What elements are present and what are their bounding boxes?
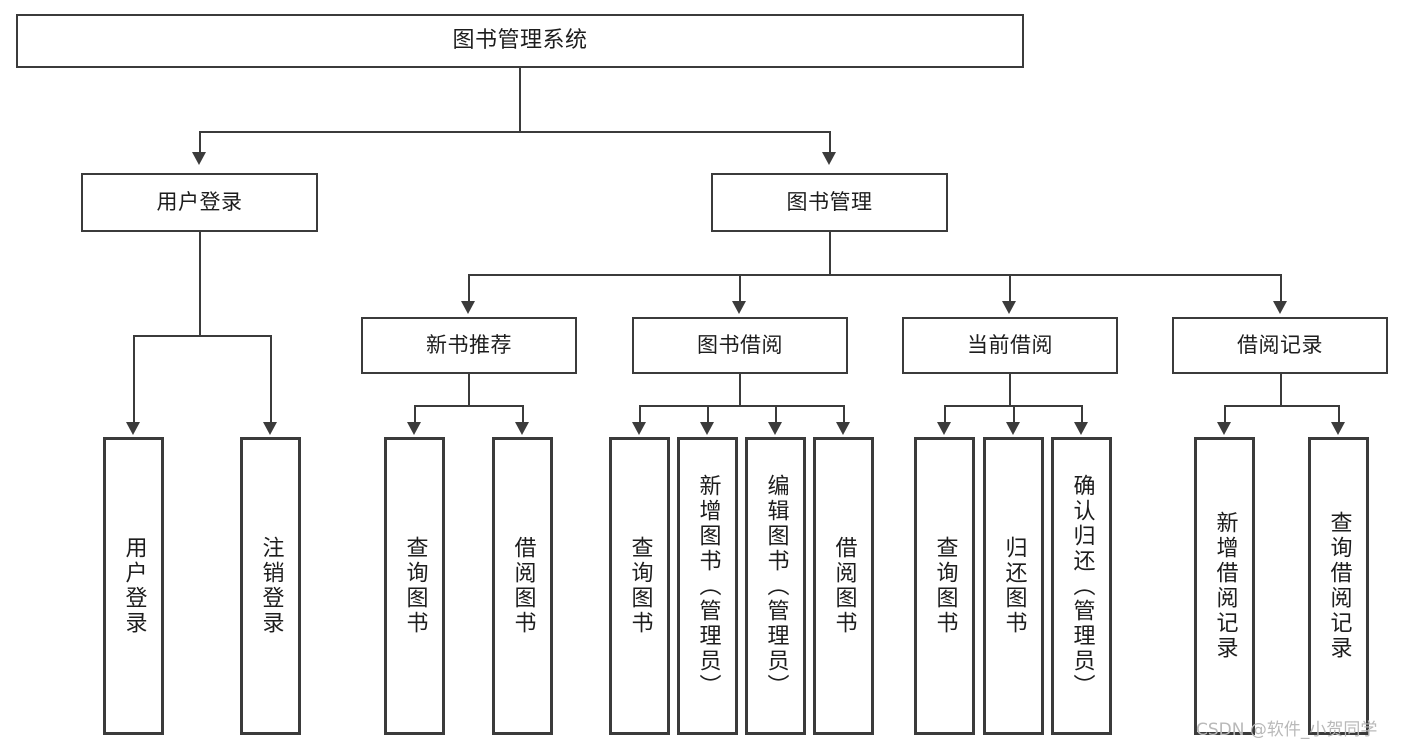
- arrowhead-user-login: [192, 152, 206, 165]
- node-label: 借阅图书: [831, 536, 857, 636]
- node-current-borrow[interactable]: 当前借阅: [902, 317, 1118, 374]
- arrowhead-leaf-query-book-3: [937, 422, 951, 435]
- connector-book-borrow-stem: [739, 374, 741, 406]
- arrowhead-leaf-add-book: [700, 422, 714, 435]
- node-label: 查询图书: [402, 536, 428, 636]
- connector-book-borrow-child-1: [639, 405, 641, 423]
- connector-book-manage-stem: [829, 232, 831, 275]
- arrowhead-leaf-return-book: [1006, 422, 1020, 435]
- connector-current-borrow-bar: [944, 405, 1081, 407]
- node-leaf-borrow-book-2[interactable]: 借阅图书: [813, 437, 874, 735]
- connector-new-book-child-1: [414, 405, 416, 423]
- node-label: 注销登录: [258, 536, 284, 636]
- arrowhead-leaf-query-book-1: [407, 422, 421, 435]
- connector-new-book-stem: [468, 374, 470, 406]
- node-label: 编辑图书（管理员）: [763, 473, 789, 699]
- node-label: 当前借阅: [967, 333, 1053, 358]
- node-leaf-borrow-book-1[interactable]: 借阅图书: [492, 437, 553, 735]
- connector-book-manage-child-2: [739, 274, 741, 302]
- arrowhead-leaf-borrow-book-1: [515, 422, 529, 435]
- node-label: 归还图书: [1001, 536, 1027, 636]
- connector-current-borrow-child-3: [1081, 405, 1083, 423]
- connector-book-borrow-bar: [639, 405, 844, 407]
- connector-borrow-record-child-2: [1338, 405, 1340, 423]
- connector-root-bar: [199, 131, 830, 133]
- arrowhead-leaf-query-book-2: [632, 422, 646, 435]
- arrowhead-leaf-confirm-return: [1074, 422, 1088, 435]
- node-leaf-query-book-2[interactable]: 查询图书: [609, 437, 670, 735]
- arrowhead-leaf-user-login: [126, 422, 140, 435]
- connector-current-borrow-child-2: [1013, 405, 1015, 423]
- connector-user-login-child-1: [133, 335, 135, 423]
- connector-borrow-record-bar: [1224, 405, 1338, 407]
- connector-book-manage-child-3: [1009, 274, 1011, 302]
- node-label: 图书管理系统: [452, 28, 588, 54]
- arrowhead-new-book-recommend: [461, 301, 475, 314]
- arrowhead-leaf-query-record: [1331, 422, 1345, 435]
- connector-book-manage-child-1: [468, 274, 470, 302]
- node-label: 新书推荐: [426, 333, 512, 358]
- node-book-borrow[interactable]: 图书借阅: [632, 317, 848, 374]
- connector-user-login-stem: [199, 232, 201, 336]
- node-label: 图书借阅: [697, 333, 783, 358]
- arrowhead-book-manage: [822, 152, 836, 165]
- arrowhead-current-borrow: [1002, 301, 1016, 314]
- node-leaf-confirm-return[interactable]: 确认归还（管理员）: [1051, 437, 1112, 735]
- arrowhead-leaf-borrow-book-2: [836, 422, 850, 435]
- node-label: 图书管理: [786, 190, 873, 215]
- node-leaf-user-login[interactable]: 用户登录: [103, 437, 164, 735]
- node-leaf-query-record[interactable]: 查询借阅记录: [1308, 437, 1369, 735]
- node-borrow-record[interactable]: 借阅记录: [1172, 317, 1388, 374]
- node-leaf-add-book[interactable]: 新增图书（管理员）: [677, 437, 738, 735]
- connector-user-login-child-2: [270, 335, 272, 423]
- node-leaf-query-book-1[interactable]: 查询图书: [384, 437, 445, 735]
- node-label: 用户登录: [121, 536, 147, 636]
- connector-book-borrow-child-3: [775, 405, 777, 423]
- node-leaf-logout[interactable]: 注销登录: [240, 437, 301, 735]
- node-user-login[interactable]: 用户登录: [81, 173, 318, 232]
- connector-to-user-login: [199, 131, 201, 153]
- node-label: 查询图书: [627, 536, 653, 636]
- node-label: 确认归还（管理员）: [1069, 473, 1095, 699]
- node-new-book-recommend[interactable]: 新书推荐: [361, 317, 577, 374]
- node-book-manage[interactable]: 图书管理: [711, 173, 948, 232]
- arrowhead-borrow-record: [1273, 301, 1287, 314]
- connector-user-login-bar: [133, 335, 270, 337]
- node-label: 查询图书: [932, 536, 958, 636]
- connector-to-book-manage: [829, 131, 831, 153]
- node-leaf-edit-book[interactable]: 编辑图书（管理员）: [745, 437, 806, 735]
- node-leaf-query-book-3[interactable]: 查询图书: [914, 437, 975, 735]
- node-leaf-return-book[interactable]: 归还图书: [983, 437, 1044, 735]
- connector-book-manage-bar: [468, 274, 1280, 276]
- csdn-watermark: CSDN @软件_小贺同学: [1196, 720, 1378, 740]
- connector-book-borrow-child-2: [707, 405, 709, 423]
- arrowhead-book-borrow: [732, 301, 746, 314]
- connector-current-borrow-stem: [1009, 374, 1011, 406]
- node-root-system[interactable]: 图书管理系统: [16, 14, 1024, 68]
- node-label: 借阅图书: [510, 536, 536, 636]
- connector-root-stem: [519, 68, 521, 132]
- arrowhead-leaf-add-record: [1217, 422, 1231, 435]
- arrowhead-leaf-logout: [263, 422, 277, 435]
- connector-borrow-record-child-1: [1224, 405, 1226, 423]
- node-label: 新增借阅记录: [1212, 511, 1238, 661]
- node-label: 借阅记录: [1237, 333, 1323, 358]
- connector-book-borrow-child-4: [843, 405, 845, 423]
- node-label: 查询借阅记录: [1326, 511, 1352, 661]
- connector-book-manage-child-4: [1280, 274, 1282, 302]
- connector-current-borrow-child-1: [944, 405, 946, 423]
- arrowhead-leaf-edit-book: [768, 422, 782, 435]
- node-label: 用户登录: [156, 190, 243, 215]
- node-label: 新增图书（管理员）: [695, 473, 721, 699]
- node-leaf-add-record[interactable]: 新增借阅记录: [1194, 437, 1255, 735]
- connector-new-book-bar: [414, 405, 522, 407]
- connector-borrow-record-stem: [1280, 374, 1282, 406]
- connector-new-book-child-2: [522, 405, 524, 423]
